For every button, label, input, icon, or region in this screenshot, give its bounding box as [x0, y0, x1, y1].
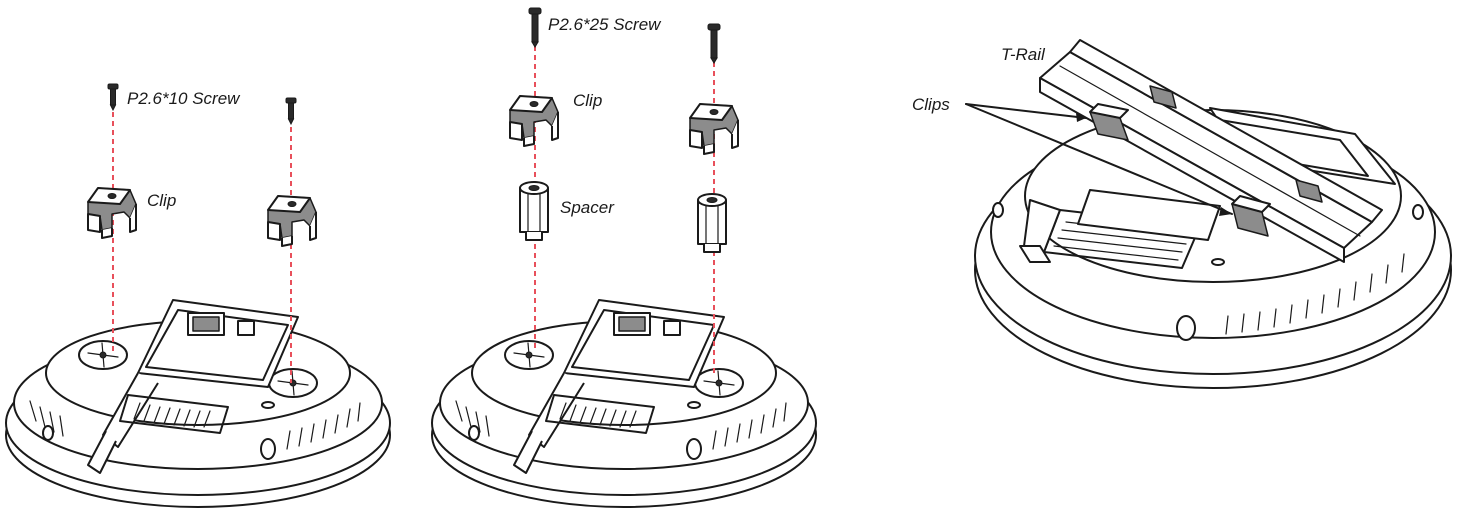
- screw-long-left: [529, 8, 541, 47]
- clip-right: [268, 196, 316, 246]
- screw-short-label: P2.6*10 Screw: [127, 89, 241, 108]
- clip-left: [88, 188, 136, 238]
- spacer-right: [698, 194, 726, 252]
- screw-short-left: [108, 84, 118, 110]
- spacer-label: Spacer: [560, 198, 615, 217]
- device-left: [6, 300, 390, 507]
- clip-label-1: Clip: [147, 191, 176, 210]
- screw-short-right: [286, 98, 296, 124]
- clip-middle-right: [690, 104, 738, 154]
- clips-label: Clips: [912, 95, 950, 114]
- screw-long-right: [708, 24, 720, 63]
- screw-long-label: P2.6*25 Screw: [548, 15, 662, 34]
- spacer-left: [520, 182, 548, 240]
- clip-label-2: Clip: [573, 91, 602, 110]
- t-rail-label: T-Rail: [1001, 45, 1046, 64]
- device-middle: [432, 300, 816, 507]
- clip-middle-left: [510, 96, 558, 146]
